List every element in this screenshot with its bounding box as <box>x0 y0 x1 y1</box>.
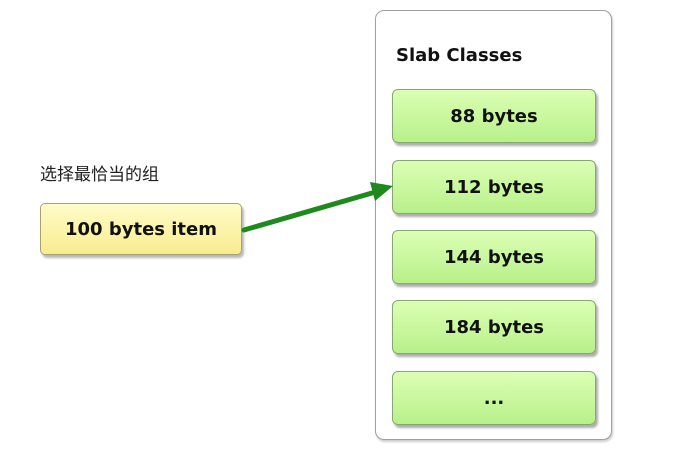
slab-class-label: 88 bytes <box>450 105 538 127</box>
slab-class-label: 184 bytes <box>444 316 544 338</box>
slab-class-label: 112 bytes <box>444 176 544 198</box>
slab-class-label: ... <box>483 387 505 409</box>
slab-classes-title: Slab Classes <box>396 45 523 66</box>
slab-class-144: 144 bytes <box>392 230 596 284</box>
arrow-line <box>241 190 375 233</box>
slab-class-88: 88 bytes <box>392 89 596 143</box>
caption-text: 选择最恰当的组 <box>40 165 159 185</box>
item-box: 100 bytes item <box>40 203 242 255</box>
item-label: 100 bytes item <box>65 218 217 240</box>
slab-classes-panel: Slab Classes 88 bytes 112 bytes 144 byte… <box>375 10 612 440</box>
slab-class-184: 184 bytes <box>392 300 596 354</box>
slab-class-112: 112 bytes <box>392 160 596 214</box>
slab-class-label: 144 bytes <box>444 246 544 268</box>
slab-class-more: ... <box>392 371 596 425</box>
